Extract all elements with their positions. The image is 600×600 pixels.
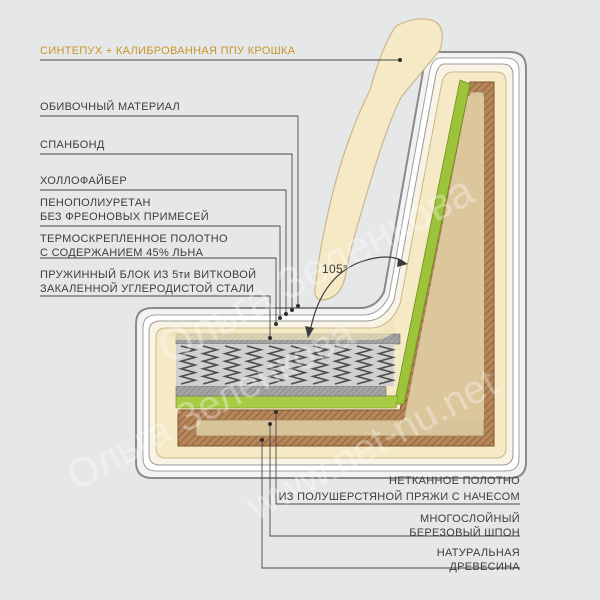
leader-dots — [260, 58, 402, 442]
springs-group — [177, 345, 397, 385]
coil-spring — [353, 345, 375, 385]
label-thermo-2: С СОДЕРЖАНИЕМ 45% ЛЬНА — [40, 247, 204, 259]
label-angle: 105° — [322, 262, 349, 276]
coil-spring — [375, 345, 397, 385]
leader-lines — [40, 59, 520, 569]
seat-top-layer — [166, 318, 396, 340]
coil-spring — [221, 345, 243, 385]
label-wood-2: ДРЕВЕСИНА — [449, 561, 520, 573]
coil-spring — [199, 345, 221, 385]
coil-spring — [265, 345, 287, 385]
coil-spring — [309, 345, 331, 385]
label-veneer-1: МНОГОСЛОЙНЫЙ — [419, 513, 520, 525]
label-veneer-2: БЕРЕЗОВЫЙ ШПОН — [409, 527, 520, 539]
natural-wood-frame — [177, 81, 495, 447]
label-polyurethane-1: ПЕНОПОЛИУРЕТАН — [40, 197, 151, 209]
backrest-board — [404, 96, 484, 420]
label-polyurethane-2: БЕЗ ФРЕОНОВЫХ ПРИМЕСЕЙ — [40, 211, 210, 223]
label-nonwoven-1: НЕТКАННОЕ ПОЛОТНО — [388, 475, 520, 487]
label-wood-1: НАТУРАЛЬНАЯ — [436, 547, 520, 559]
angle-arrow-right — [397, 258, 408, 267]
label-spunbond: СПАНБОНД — [40, 139, 105, 151]
label-thermo-1: ТЕРМОСКРЕПЛЕННОЕ ПОЛОТНО — [40, 233, 228, 245]
coil-spring — [287, 345, 309, 385]
coil-spring — [331, 345, 353, 385]
label-hollofiber: ХОЛЛОФАЙБЕР — [40, 175, 127, 187]
label-upholstery: ОБИВОЧНЫЙ МАТЕРИАЛ — [40, 101, 181, 113]
coil-spring — [243, 345, 265, 385]
angle-arrow-left — [305, 326, 314, 338]
label-spring-1: ПРУЖИННЫЙ БЛОК ИЗ 5ти ВИТКОВОЙ — [40, 269, 257, 281]
label-sintepuh: СИНТЕПУХ + КАЛИБРОВАННАЯ ППУ КРОШКА — [40, 45, 296, 57]
back-cushion — [314, 18, 443, 301]
label-spring-2: ЗАКАЛЕННОЙ УГЛЕРОДИСТОЙ СТАЛИ — [40, 283, 255, 295]
angle-arc — [309, 256, 405, 333]
label-nonwoven-2: ИЗ ПОЛУШЕРСТЯНОЙ ПРЯЖИ С НАЧЕСОМ — [278, 491, 520, 503]
seat-green-strip — [175, 395, 399, 409]
spring-block-bottom-mesh — [175, 385, 387, 397]
coil-spring — [177, 345, 199, 385]
